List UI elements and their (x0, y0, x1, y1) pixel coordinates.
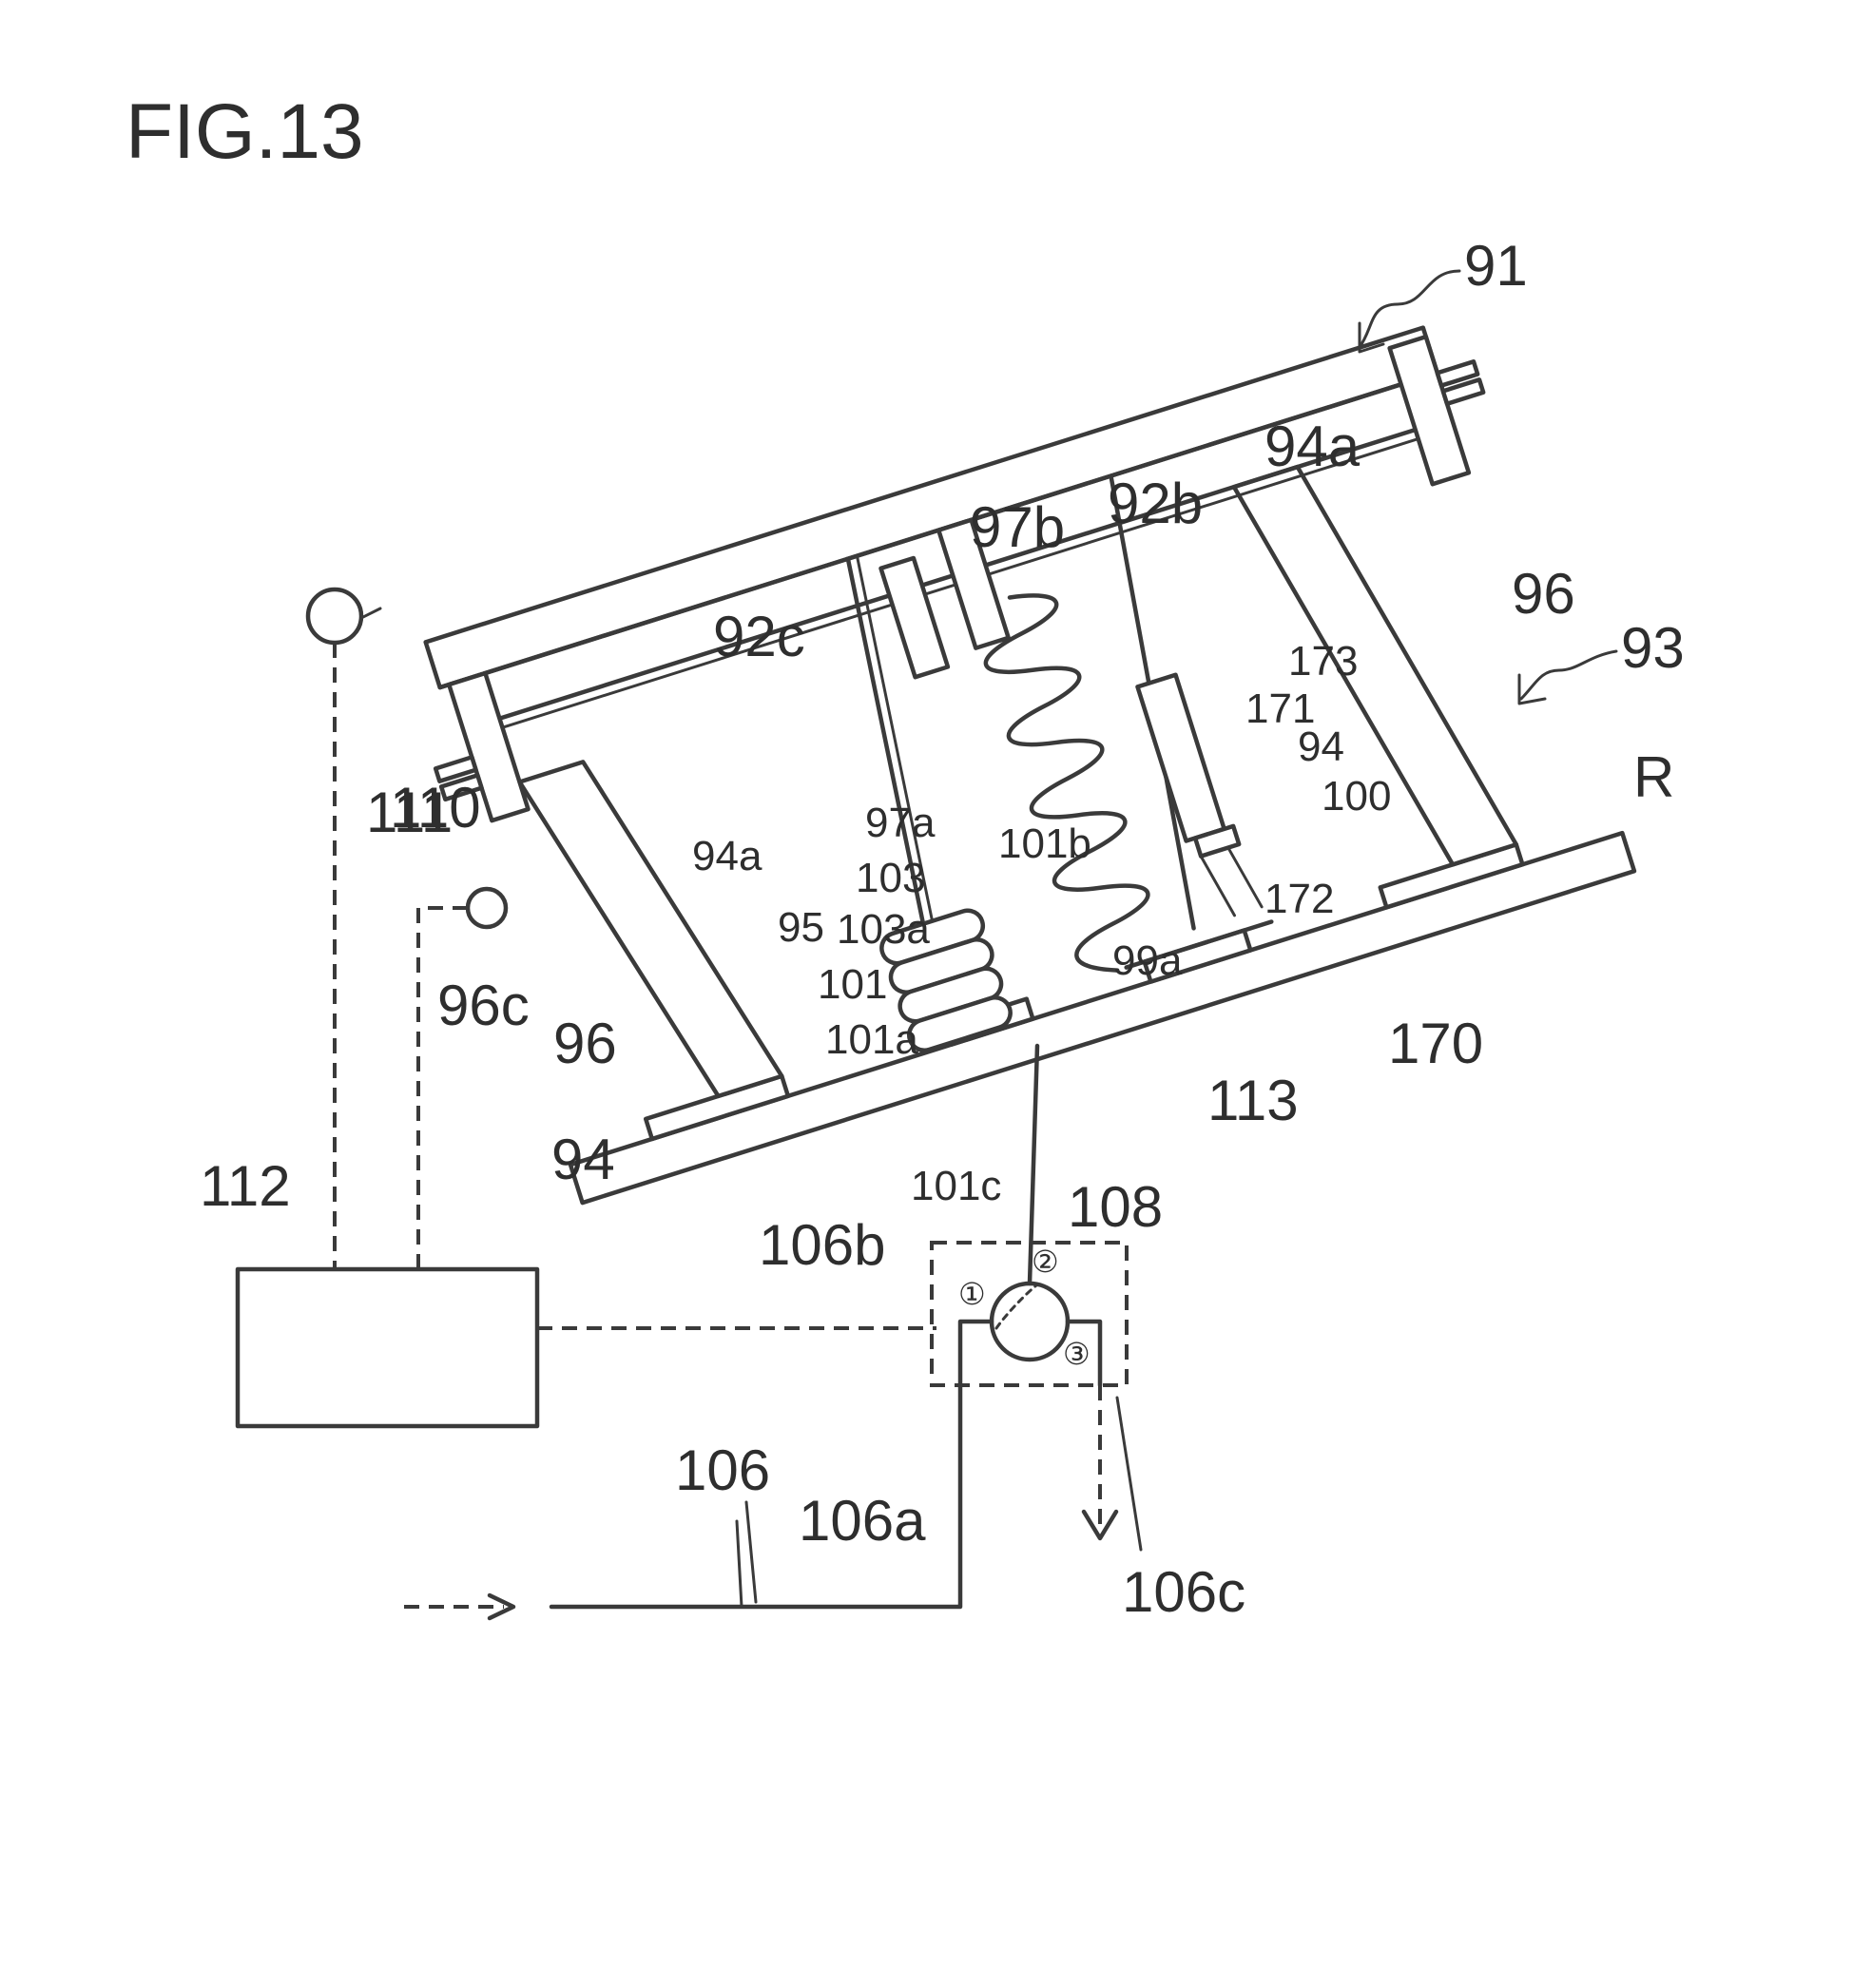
label-R: R (1633, 745, 1674, 809)
pin-170-a (1201, 852, 1234, 919)
right-bracket-96 (1390, 337, 1469, 484)
label-94-left: 94 (551, 1128, 615, 1191)
label-96c: 96c (437, 974, 530, 1037)
signal-line-110 (418, 908, 468, 1269)
port-2: ② (1032, 1244, 1059, 1280)
label-106c: 106c (1122, 1560, 1245, 1624)
label-92c: 92c (713, 605, 805, 668)
label-106: 106 (675, 1438, 770, 1502)
label-94a-top: 94a (1264, 415, 1361, 478)
figure-title: FIG.13 (125, 88, 364, 175)
label-101: 101 (818, 961, 887, 1008)
label-101a: 101a (825, 1016, 918, 1063)
label-113: 113 (1207, 1069, 1299, 1132)
label-106b: 106b (759, 1213, 885, 1277)
label-94a-left: 94a (692, 833, 762, 879)
cylinder-171 (1137, 675, 1224, 841)
controller-112 (238, 1269, 537, 1426)
label-92b: 92b (1108, 472, 1203, 535)
label-173: 173 (1288, 638, 1358, 685)
leader-93-head (1519, 675, 1545, 704)
label-170: 170 (1388, 1012, 1483, 1075)
right-post-94 (1234, 438, 1516, 893)
label-97a: 97a (865, 800, 936, 846)
label-112: 112 (200, 1154, 291, 1218)
pin-170-b (1228, 843, 1262, 911)
label-103: 103 (856, 855, 925, 901)
label-100: 100 (1322, 773, 1391, 820)
leader-93 (1521, 651, 1616, 699)
label-101b: 101b (998, 820, 1091, 867)
coil-spring-99a (968, 585, 1168, 981)
label-106a: 106a (799, 1489, 926, 1553)
label-93: 93 (1621, 616, 1685, 680)
sensor-111 (308, 589, 361, 643)
label-110-visible: 110 (390, 776, 481, 840)
label-97b: 97b (970, 495, 1065, 559)
sensor-110 (468, 889, 506, 927)
port-3: ③ (1063, 1336, 1091, 1372)
leader-106 (746, 1502, 756, 1602)
label-108: 108 (1068, 1175, 1163, 1239)
label-103a: 103a (837, 906, 930, 953)
label-99a: 99a (1112, 937, 1183, 984)
leader-106c (1117, 1398, 1141, 1550)
block-97a (881, 558, 948, 677)
label-94-right: 94 (1298, 724, 1344, 770)
label-91: 91 (1464, 234, 1528, 298)
pipe-106a (551, 1322, 992, 1607)
port-1: ① (958, 1276, 986, 1312)
label-172: 172 (1264, 876, 1334, 922)
label-101c: 101c (911, 1163, 1001, 1209)
label-96-left: 96 (553, 1012, 617, 1075)
valve-108 (992, 1284, 1068, 1360)
leader-111 (361, 608, 380, 618)
label-95: 95 (778, 904, 824, 951)
label-96-right: 96 (1512, 562, 1575, 626)
leader-106a (737, 1521, 742, 1607)
